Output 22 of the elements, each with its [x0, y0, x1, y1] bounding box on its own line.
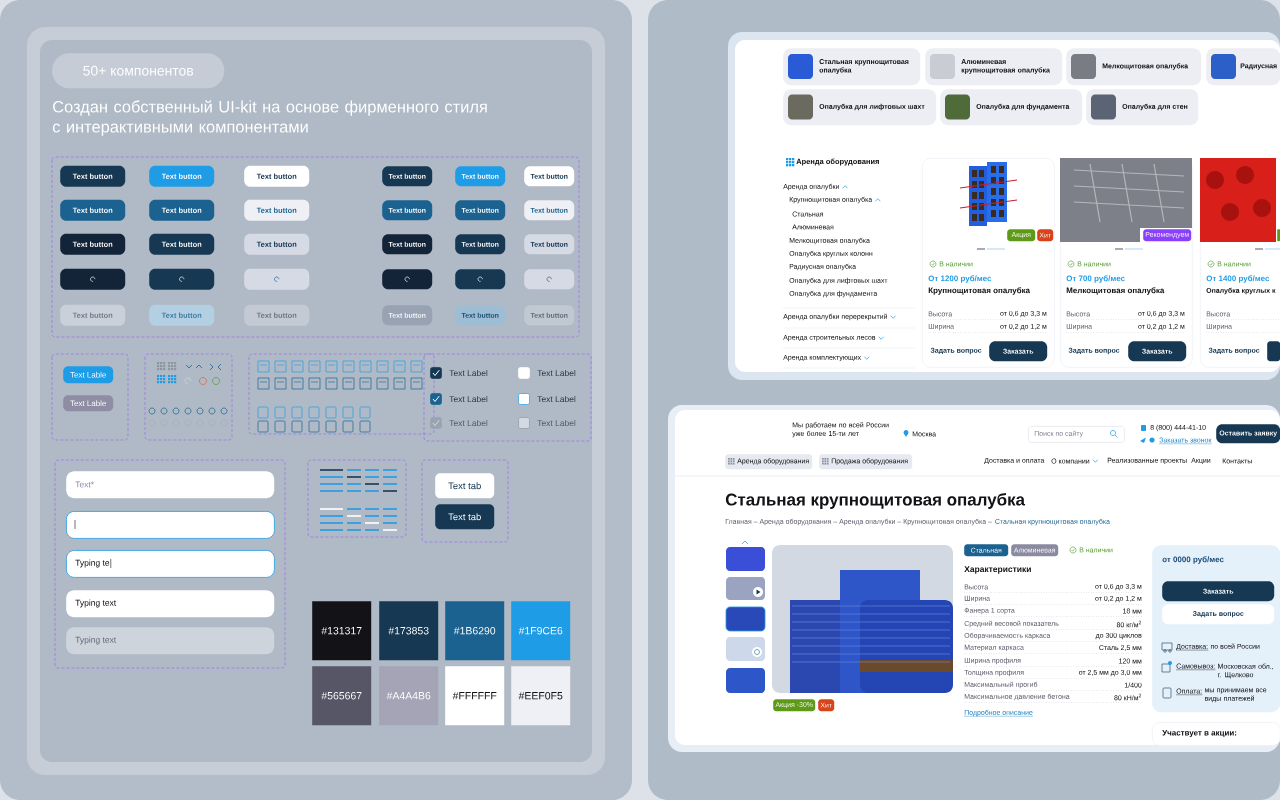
input-field: Typing text: [66, 590, 275, 618]
section-heading: Характеристики: [964, 566, 1031, 574]
checkbox-label: Text Label: [449, 419, 488, 427]
input-field: Typing text: [66, 627, 275, 655]
checkbox-label: Text Label: [537, 419, 576, 427]
badge: [1277, 229, 1280, 242]
input-field: Typing te: [66, 550, 275, 578]
tab: Text tab: [435, 473, 495, 499]
loading-button: [382, 269, 433, 290]
checkbox-label: Text Label: [449, 395, 488, 403]
heading: Создан собственный UI-kit на основе фирменного стиля с интерактивными компонентами: [52, 100, 487, 136]
input-field: Text*: [66, 471, 275, 499]
count-badge: 50+ компонентов: [52, 53, 225, 89]
page-title: Стальная крупнощитовая опалубка: [725, 493, 1026, 509]
input-field: [66, 511, 275, 539]
tab: Text tab: [435, 504, 495, 530]
checkbox-label: Text Label: [537, 369, 576, 377]
checkbox-label: Text Label: [537, 395, 576, 403]
order-button: [1267, 341, 1280, 362]
loading-button: [524, 269, 575, 290]
checkbox-label: Text Label: [449, 369, 488, 377]
loading-button: [455, 269, 506, 290]
